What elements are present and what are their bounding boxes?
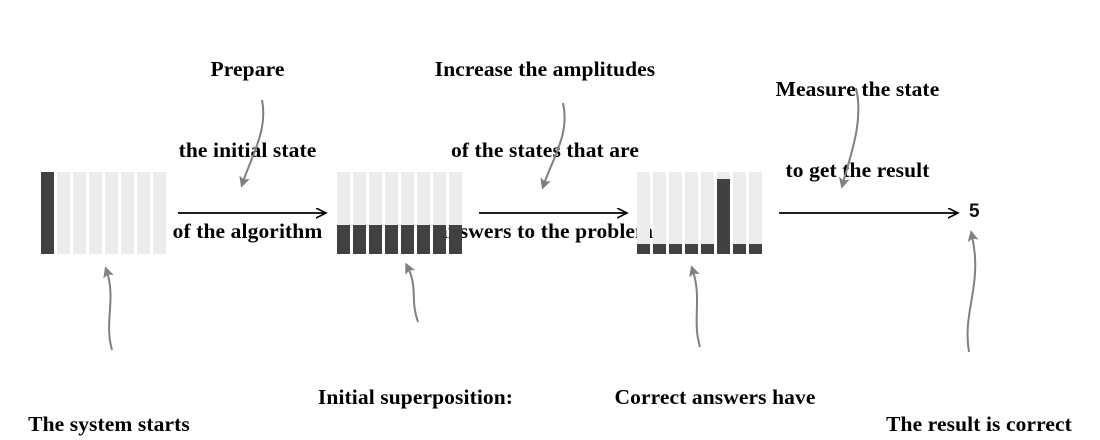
bar-group-initial-state — [41, 172, 166, 254]
bar-slot — [433, 172, 446, 254]
caption-prepare-line-3: of the algorithm — [172, 219, 323, 243]
bar-slot — [637, 172, 650, 254]
caption-correct-line-1: Correct answers have — [614, 385, 816, 409]
bar-slot — [669, 172, 682, 254]
bar-slot — [449, 172, 462, 254]
bar-slot — [369, 172, 382, 254]
bar-slot — [137, 172, 150, 254]
bar-slot — [337, 172, 350, 254]
caption-prepare-line-1: Prepare — [210, 57, 285, 81]
bar-amplitude — [653, 244, 666, 254]
bar-slot — [653, 172, 666, 254]
bar-slot — [121, 172, 134, 254]
caption-prepare: Prepare the initial state of the algorit… — [125, 2, 370, 299]
bar-slot — [89, 172, 102, 254]
caption-increase-line-2: of the states that are — [450, 138, 640, 162]
bar-amplitude — [369, 225, 382, 254]
bar-amplitude — [417, 225, 430, 254]
bar-slot — [153, 172, 166, 254]
bar-amplitude — [385, 225, 398, 254]
bar-slot — [717, 172, 730, 254]
bar-slot — [385, 172, 398, 254]
bar-slot — [701, 172, 714, 254]
caption-result-probability: The result is correct with high probabil… — [858, 357, 1100, 440]
caption-correct-answers: Correct answers have large amplitudes, i… — [575, 330, 855, 440]
bar-slot — [57, 172, 70, 254]
bar-slot — [105, 172, 118, 254]
bar-slot — [353, 172, 366, 254]
bar-group-amplified — [637, 172, 762, 254]
bar-amplitude — [353, 225, 366, 254]
bar-amplitude — [701, 244, 714, 254]
bar-amplitude — [749, 244, 762, 254]
bar-amplitude — [433, 225, 446, 254]
bar-amplitude — [717, 178, 730, 254]
bar-slot — [417, 172, 430, 254]
caption-increase-amplitudes: Increase the amplitudes of the states th… — [400, 2, 690, 299]
caption-prepare-line-2: the initial state — [178, 138, 317, 162]
bar-amplitude — [401, 225, 414, 254]
caption-measure-line-2: to get the result — [785, 158, 930, 182]
bar-group-superposition — [337, 172, 462, 254]
caption-initial-superposition: Initial superposition: for example, all … — [268, 330, 563, 440]
caption-measure-line-1: Measure the state — [775, 77, 940, 101]
bar-slot — [685, 172, 698, 254]
bar-slot — [41, 172, 54, 254]
caption-result-line-1: The result is correct — [886, 412, 1072, 436]
bar-amplitude — [637, 244, 650, 254]
caption-measure-state: Measure the state to get the result — [740, 22, 975, 238]
result-value: 5 — [969, 201, 980, 222]
bar-amplitude — [449, 225, 462, 254]
bar-slot — [401, 172, 414, 254]
caption-increase-line-1: Increase the amplitudes — [434, 57, 656, 81]
callout-arrow-system-start — [103, 266, 114, 351]
caption-system-start-line-1: The system starts — [28, 412, 190, 436]
bar-slot — [749, 172, 762, 254]
bar-amplitude — [41, 172, 54, 254]
bar-amplitude — [669, 244, 682, 254]
bar-amplitude — [733, 244, 746, 254]
bar-slot — [73, 172, 86, 254]
caption-superposition-line-1: Initial superposition: — [317, 385, 514, 409]
caption-system-start: The system starts in the |0⟩ state — [0, 357, 218, 440]
bar-slot — [733, 172, 746, 254]
callout-arrow-result — [966, 230, 979, 353]
bar-amplitude — [685, 244, 698, 254]
bar-amplitude — [337, 225, 350, 254]
